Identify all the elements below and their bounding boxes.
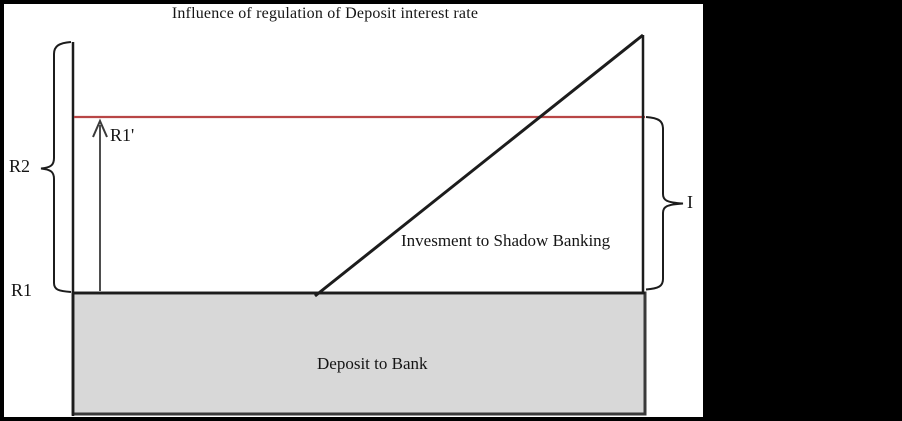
label-r1: R1 xyxy=(11,280,33,300)
investment-line xyxy=(314,33,644,298)
figure-title: Influence of regulation of Deposit inter… xyxy=(171,5,479,22)
region-label-deposit-bank: Deposit to Bank xyxy=(317,354,428,373)
label-r2: R2 xyxy=(9,156,31,176)
region-label-shadow-banking: Invesment to Shadow Banking xyxy=(401,231,611,250)
label-i: I xyxy=(687,192,693,212)
r1-prime-arrow-head xyxy=(92,118,108,138)
label-r1-prime: R1' xyxy=(110,125,135,145)
left-brace xyxy=(40,41,72,293)
right-brace xyxy=(645,116,684,291)
deposit-area xyxy=(71,291,647,416)
